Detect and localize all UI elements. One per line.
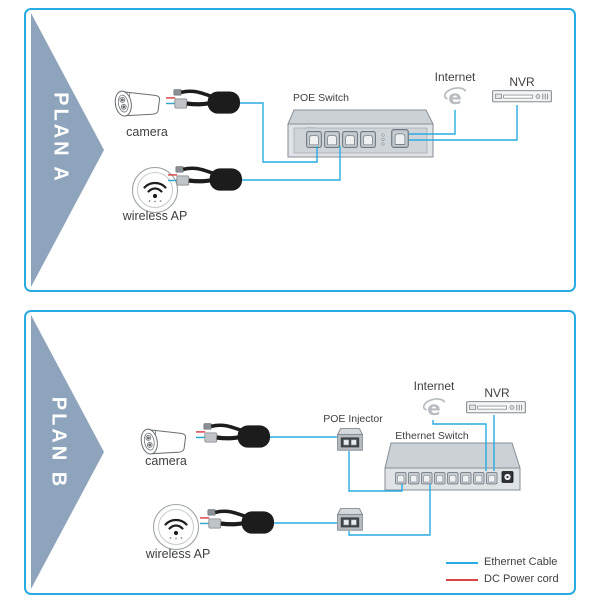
nvr-device bbox=[492, 90, 552, 103]
ethernet-cable-path bbox=[409, 110, 456, 135]
nvr-label: NVR bbox=[484, 386, 510, 400]
rj45-port-icon bbox=[421, 472, 433, 485]
ethernet-cables-plan-b bbox=[270, 415, 495, 536]
nvr-label: NVR bbox=[509, 75, 535, 89]
uplink-port-icon bbox=[391, 129, 409, 148]
poe-injector-label: POE Injector bbox=[323, 413, 383, 425]
camera-label: camera bbox=[145, 454, 187, 468]
camera-label: camera bbox=[126, 125, 168, 139]
poe-switch-device bbox=[287, 109, 434, 158]
internet-label: Internet bbox=[434, 70, 476, 84]
internet-icon bbox=[422, 396, 446, 420]
legend-power-label: DC Power cord bbox=[484, 573, 559, 585]
nvr-device bbox=[466, 401, 526, 414]
legend bbox=[446, 562, 478, 581]
wireless-ap-label: wireless AP bbox=[122, 209, 188, 223]
rj45-port-icon bbox=[360, 131, 376, 148]
ethernet-cable-path bbox=[348, 451, 403, 492]
led-indicators bbox=[381, 133, 385, 146]
plan-a-diagram bbox=[31, 13, 552, 287]
dc-power-socket bbox=[501, 471, 514, 483]
rj45-port-icon bbox=[324, 131, 340, 148]
plan-b-arrow bbox=[31, 315, 104, 589]
internet-icon bbox=[443, 85, 467, 109]
rj45-port-icon bbox=[473, 472, 485, 485]
poe-switch-label: POE Switch bbox=[292, 92, 350, 104]
ethernet-switch-label: Ethernet Switch bbox=[395, 430, 469, 442]
rj45-port-icon bbox=[342, 131, 358, 148]
rj45-port-icon bbox=[434, 472, 446, 485]
camera-icon bbox=[140, 427, 187, 456]
rj45-port-icon bbox=[395, 472, 407, 485]
poe-splitter-cable-icon bbox=[168, 167, 242, 191]
ethernet-cable-path bbox=[242, 146, 341, 181]
plan-b-diagram bbox=[31, 315, 526, 589]
rj45-port-icon bbox=[408, 472, 420, 485]
ethernet-cables-plan-a bbox=[240, 102, 518, 181]
plan-a-arrow bbox=[31, 13, 104, 287]
plan-b-title: PLAN B bbox=[47, 396, 70, 490]
wireless-ap-label: wireless AP bbox=[145, 547, 211, 561]
ethernet-switch-device bbox=[384, 442, 521, 491]
camera-icon bbox=[114, 89, 161, 118]
wireless-ap-icon bbox=[152, 503, 200, 551]
rj45-port-icon bbox=[486, 472, 498, 485]
poe-splitter-cable-icon bbox=[200, 510, 274, 534]
ethernet-cable-path bbox=[240, 102, 318, 163]
poe-injector-device bbox=[337, 508, 363, 531]
poe-injector-device bbox=[337, 428, 363, 451]
rj45-port-icon bbox=[306, 131, 322, 148]
rj45-port-icon bbox=[447, 472, 459, 485]
internet-label: Internet bbox=[413, 379, 455, 393]
ethernet-cable-path bbox=[432, 420, 487, 471]
plan-a-title: PLAN A bbox=[49, 92, 72, 184]
rj45-port-icon bbox=[460, 472, 472, 485]
poe-splitter-cable-icon bbox=[166, 90, 240, 114]
legend-ethernet-label: Ethernet Cable bbox=[484, 556, 558, 568]
poe-splitter-cable-icon bbox=[196, 424, 270, 448]
ethernet-cable-path bbox=[409, 105, 518, 141]
ethernet-cable-path bbox=[348, 484, 431, 536]
